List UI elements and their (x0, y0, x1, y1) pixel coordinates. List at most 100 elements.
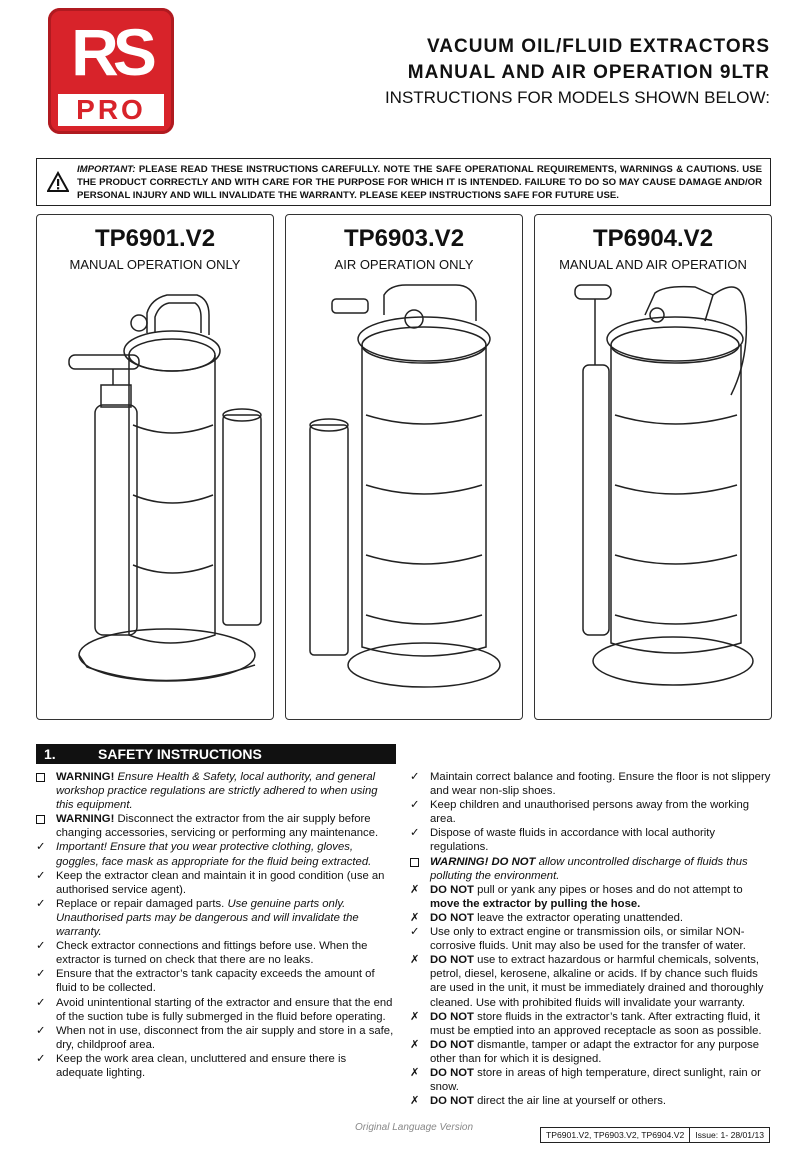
model-operation: MANUAL AND AIR OPERATION (559, 257, 747, 272)
item-text: dismantle, tamper or adapt the extractor… (430, 1038, 760, 1065)
item-text: Keep the extractor clean and maintain it… (56, 869, 385, 896)
logo-top-text: RS (71, 15, 157, 89)
model-operation: MANUAL OPERATION ONLY (69, 257, 241, 272)
item-text: Replace or repair damaged parts. (56, 897, 228, 910)
list-item: ✓ Avoid unintentional starting of the ex… (36, 996, 396, 1024)
model-panel-tp6903: TP6903.V2 AIR OPERATION ONLY (285, 214, 523, 720)
item-text: leave the extractor operating unattended… (473, 911, 684, 924)
notice-lead: IMPORTANT: (77, 164, 136, 175)
check-icon: ✓ (36, 897, 46, 910)
list-item: ✓ Dispose of waste fluids in accordance … (410, 826, 772, 854)
warning-triangle-icon (47, 171, 69, 192)
list-item: ✓ Replace or repair damaged parts. Use g… (36, 897, 396, 939)
check-icon: ✓ (410, 799, 420, 812)
item-bold: WARNING! (56, 771, 115, 783)
item-text: Ensure that you wear protective clothing… (56, 841, 372, 868)
check-icon: ✓ (410, 926, 420, 939)
item-bold: WARNING! (56, 813, 115, 826)
document-reference: TP6901.V2, TP6903.V2, TP6904.V2 Issue: 1… (540, 1127, 771, 1143)
item-bold: DO NOT (430, 883, 474, 896)
item-text: Maintain correct balance and footing. En… (430, 771, 771, 798)
item-text: pull or yank any pipes or hoses and do n… (473, 883, 743, 896)
section-title: SAFETY INSTRUCTIONS (98, 746, 262, 762)
check-icon: ✓ (410, 771, 420, 783)
item-bold: DO NOT (430, 1095, 474, 1108)
list-item: ✓ Important! Ensure that you wear protec… (36, 840, 396, 868)
original-language-note: Original Language Version (355, 1122, 474, 1133)
cross-icon: ✗ (410, 911, 420, 924)
item-text: Dispose of waste fluids in accordance wi… (430, 827, 716, 854)
item-italic: Use genuine parts only. Unauthorised par… (56, 897, 359, 939)
title-line-1: VACUUM OIL/FLUID EXTRACTORS (427, 36, 770, 57)
cross-icon: ✗ (410, 1038, 420, 1051)
item-bold: DO NOT (430, 1038, 474, 1051)
logo-bottom-text: PRO (58, 94, 164, 126)
item-bold: DO NOT (430, 1010, 474, 1023)
check-icon: ✓ (36, 869, 46, 882)
check-icon: ✓ (36, 996, 46, 1009)
subtitle: INSTRUCTIONS FOR MODELS SHOWN BELOW: (384, 88, 770, 107)
list-item: ✓ Keep the work area clean, uncluttered … (36, 1052, 396, 1080)
cross-icon: ✗ (410, 883, 420, 896)
model-code: TP6901.V2 (94, 225, 216, 252)
check-icon: ✓ (36, 1024, 46, 1037)
check-icon: ✓ (36, 968, 46, 981)
title-line-2: MANUAL AND AIR OPERATION 9LTR (407, 62, 770, 83)
item-text: Avoid unintentional starting of the extr… (56, 996, 393, 1023)
list-item: ✗ DO NOT store fluids in the extractor’s… (410, 1010, 772, 1038)
check-icon: ✓ (36, 841, 46, 854)
item-text: store fluids in the extractor’s tank. Af… (430, 1010, 762, 1037)
item-text: Keep children and unauthorised persons a… (430, 799, 750, 826)
item-bold: move the extractor by pulling the hose. (430, 897, 641, 910)
model-code: TP6904.V2 (592, 225, 714, 252)
item-bold: DO NOT (430, 911, 474, 924)
list-item: ✗ DO NOT leave the extractor operating u… (410, 911, 772, 925)
safety-list-left: WARNING! Ensure Health & Safety, local a… (36, 770, 396, 1080)
check-icon: ✓ (410, 827, 420, 840)
item-text: use to extract hazardous or harmful chem… (430, 954, 764, 1009)
list-item: ✗ DO NOT dismantle, tamper or adapt the … (410, 1038, 772, 1066)
footer-issue: Issue: 1- 28/01/13 (689, 1128, 769, 1142)
important-notice: IMPORTANT: PLEASE READ THESE INSTRUCTION… (36, 158, 771, 206)
check-icon: ✓ (36, 940, 46, 953)
checkbox-icon (36, 812, 52, 828)
item-italic: Important! (56, 841, 107, 854)
list-item: WARNING! Ensure Health & Safety, local a… (36, 770, 396, 812)
model-operation: AIR OPERATION ONLY (334, 257, 474, 272)
list-item: ✗ DO NOT use to extract hazardous or har… (410, 953, 772, 1009)
item-text: When not in use, disconnect from the air… (56, 1024, 394, 1051)
list-item: ✓ Check extractor connections and fittin… (36, 939, 396, 967)
footer-models: TP6901.V2, TP6903.V2, TP6904.V2 (546, 1130, 685, 1140)
notice-body: PLEASE READ THESE INSTRUCTIONS CAREFULLY… (77, 164, 763, 202)
item-text: store in areas of high temperature, dire… (430, 1066, 761, 1094)
cross-icon: ✗ (410, 1095, 420, 1108)
item-text: Keep the work area clean, uncluttered an… (56, 1052, 347, 1079)
cross-icon: ✗ (410, 954, 420, 967)
extractor-manual-illustration (68, 294, 262, 682)
list-item: ✓ Keep the extractor clean and maintain … (36, 869, 396, 897)
item-bold: DO NOT (430, 1066, 474, 1079)
notice-text: IMPORTANT: PLEASE READ THESE INSTRUCTION… (77, 163, 762, 203)
document-header: VACUUM OIL/FLUID EXTRACTORS MANUAL AND A… (385, 34, 770, 110)
extractor-air-illustration (309, 284, 501, 688)
cross-icon: ✗ (410, 1066, 420, 1079)
item-bold: DO NOT (430, 954, 474, 967)
cross-icon: ✗ (410, 1010, 420, 1023)
item-bold: WARNING! DO NOT (430, 855, 536, 868)
item-text: Check extractor connections and fittings… (56, 940, 368, 967)
item-text: allow uncontrolled discharge of fluids t… (430, 855, 748, 882)
item-text: Use only to extract engine or transmissi… (430, 926, 746, 953)
list-item: ✓ Maintain correct balance and footing. … (410, 770, 772, 798)
safety-list-right: ✓ Maintain correct balance and footing. … (410, 770, 772, 1108)
section-number: 1. (44, 746, 56, 762)
item-text: Ensure Health & Safety, local authority,… (56, 771, 378, 812)
list-item: ✓ Use only to extract engine or transmis… (410, 925, 772, 953)
item-text: Ensure that the extractor’s tank capacit… (56, 968, 375, 995)
model-panel-tp6904: TP6904.V2 MANUAL AND AIR OPERATION (534, 214, 772, 720)
list-item: WARNING! DO NOT allow uncontrolled disch… (410, 855, 772, 883)
list-item: ✗ DO NOT direct the air line at yourself… (410, 1094, 772, 1108)
extractor-manual-air-illustration (574, 284, 754, 686)
model-panel-tp6901: TP6901.V2 MANUAL OPERATION ONLY (36, 214, 274, 720)
section-header: 1. SAFETY INSTRUCTIONS (36, 744, 396, 764)
list-item: ✓ When not in use, disconnect from the a… (36, 1024, 396, 1052)
